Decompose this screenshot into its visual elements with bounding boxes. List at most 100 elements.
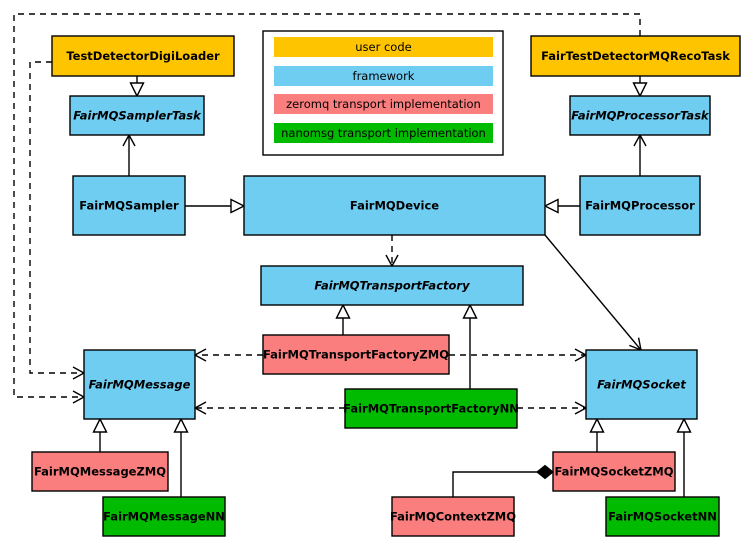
edge-recotask-depends-message-line [13,13,641,398]
legend-label-2: zeromq transport implementation [286,97,481,111]
class-node-FairTestDetectorMQRecoTask-box[interactable] [530,35,741,77]
legend-swatch-3 [274,123,493,143]
class-node-FairMQTransportFactoryNN-box[interactable] [344,388,518,429]
edge-socketzmq-inherits-socket [589,417,605,452]
class-node-FairMQSocket[interactable]: FairMQSocket [585,349,698,420]
edge-digiloader-depends-message-line [29,61,84,374]
class-node-FairMQProcessor-label: FairMQProcessor [585,199,695,213]
class-node-FairMQSocketNN[interactable]: FairMQSocketNN [605,496,720,537]
class-node-FairMQMessageZMQ-box[interactable] [31,451,169,492]
class-node-FairTestDetectorMQRecoTask-label: FairTestDetectorMQRecoTask [541,49,730,63]
legend-label-1: framework [353,69,415,83]
edge-digiloader-inherits-samplertask-arrowhead [129,82,145,98]
legend-label-0: user code [355,40,411,54]
class-node-FairMQTransportFactory-box[interactable] [260,265,524,306]
legend-layer: user code framework zeromq transport imple… [262,30,504,156]
class-node-FairMQContextZMQ-label: FairMQContextZMQ [390,510,516,524]
class-node-FairMQSamplerTask-label: FairMQSamplerTask [73,109,202,123]
class-node-FairMQProcessor[interactable]: FairMQProcessor [579,175,701,236]
edges-layer [13,13,692,497]
edge-socketzmq-composes-contextzmq-line [452,471,540,497]
class-node-TestDetectorDigiLoader-box[interactable] [51,35,235,77]
nodes-layer: TestDetectorDigiLoader FairTestDetectorMQ… [31,35,741,537]
edge-messagezmq-inherits-message [92,417,108,452]
class-node-FairMQSamplerTask-box[interactable] [69,95,205,136]
class-node-FairMQTransportFactoryZMQ-label: FairMQTransportFactoryZMQ [263,348,449,362]
class-node-FairMQMessageZMQ[interactable]: FairMQMessageZMQ [31,451,169,492]
class-node-FairMQMessageNN[interactable]: FairMQMessageNN [102,496,226,537]
edge-device-depends-transportfactory [385,235,399,268]
edge-messagezmq-inherits-message-arrowhead [92,417,108,433]
edge-processor-uses-processortask [633,133,647,176]
class-node-FairMQMessageNN-label: FairMQMessageNN [103,510,225,524]
class-node-FairMQProcessorTask[interactable]: FairMQProcessorTask [569,95,711,136]
class-node-FairTestDetectorMQRecoTask[interactable]: FairTestDetectorMQRecoTask [530,35,741,77]
class-node-FairMQTransportFactoryZMQ[interactable]: FairMQTransportFactoryZMQ [262,334,450,375]
class-node-FairMQTransportFactoryNN-label: FairMQTransportFactoryNN [343,402,519,416]
class-node-FairMQSamplerTask[interactable]: FairMQSamplerTask [69,95,205,136]
class-node-FairMQTransportFactoryNN[interactable]: FairMQTransportFactoryNN [343,388,519,429]
class-node-FairMQSampler-box[interactable] [72,175,186,236]
class-node-FairMQTransportFactory[interactable]: FairMQTransportFactory [260,265,524,306]
edge-device-uses-socket-line [544,234,642,351]
class-node-FairMQSampler-label: FairMQSampler [79,199,179,213]
edge-messagenn-inherits-message-arrowhead [173,417,189,433]
legend-item-1: framework [274,66,493,86]
class-node-FairMQProcessor-box[interactable] [579,175,701,236]
edge-recotask-inherits-processortask-arrowhead [632,82,648,98]
class-node-FairMQSocketNN-label: FairMQSocketNN [608,510,717,524]
edge-device-uses-socket [544,234,642,352]
edge-factoryzmq-inherits-factory [335,303,351,335]
class-node-FairMQMessageNN-box[interactable] [102,496,226,537]
class-node-FairMQTransportFactoryZMQ-box[interactable] [262,334,450,375]
legend-swatch-2 [274,94,493,114]
class-node-FairMQContextZMQ-box[interactable] [391,496,515,537]
edge-socketnn-inherits-socket [676,417,692,497]
edge-factorynn-creates-message [193,401,345,415]
legend-swatch-0 [274,37,493,57]
class-node-FairMQMessage-label: FairMQMessage [89,378,191,392]
edge-socketzmq-composes-contextzmq-arrowhead [536,464,554,480]
legend-box: user code framework zeromq transport imple… [262,30,504,156]
edge-messagenn-inherits-message [173,417,189,497]
edge-processor-inherits-device-arrowhead [543,198,559,214]
legend-item-3: nanomsg transport implementation [274,123,493,143]
edge-sampler-uses-samplertask [122,133,136,176]
class-node-FairMQSampler[interactable]: FairMQSampler [72,175,186,236]
class-node-FairMQSocket-box[interactable] [585,349,698,420]
class-node-FairMQMessageZMQ-label: FairMQMessageZMQ [34,465,166,479]
class-node-FairMQContextZMQ[interactable]: FairMQContextZMQ [390,496,516,537]
class-node-FairMQSocketNN-box[interactable] [605,496,720,537]
class-node-FairMQSocketZMQ-box[interactable] [552,451,676,492]
edge-factoryzmq-inherits-factory-arrowhead [335,303,351,319]
legend-swatch-1 [274,66,493,86]
edge-processor-inherits-device [543,198,580,214]
class-node-FairMQDevice-label: FairMQDevice [350,199,439,213]
edge-socketnn-inherits-socket-arrowhead [676,417,692,433]
class-node-FairMQDevice-box[interactable] [243,175,546,236]
edge-recotask-inherits-processortask [632,76,648,98]
legend-item-2: zeromq transport implementation [274,94,493,114]
class-node-TestDetectorDigiLoader-label: TestDetectorDigiLoader [66,49,220,63]
edge-sampler-inherits-device [185,198,246,214]
edge-sampler-inherits-device-arrowhead [230,198,246,214]
class-node-FairMQMessage-box[interactable] [83,349,196,420]
class-node-FairMQProcessorTask-label: FairMQProcessorTask [571,109,710,123]
class-node-FairMQSocketZMQ-label: FairMQSocketZMQ [555,465,674,479]
edge-factorynn-inherits-factory [462,303,478,389]
edge-factoryzmq-creates-message [193,348,263,362]
edge-factorynn-creates-socket [517,401,588,415]
legend-item-0: user code [274,37,493,57]
edge-factorynn-inherits-factory-arrowhead [462,303,478,319]
class-node-FairMQDevice[interactable]: FairMQDevice [243,175,546,236]
class-node-TestDetectorDigiLoader[interactable]: TestDetectorDigiLoader [51,35,235,77]
edge-socketzmq-composes-contextzmq [452,464,554,497]
class-node-FairMQSocketZMQ[interactable]: FairMQSocketZMQ [552,451,676,492]
class-node-FairMQTransportFactory-label: FairMQTransportFactory [314,279,470,293]
class-node-FairMQProcessorTask-box[interactable] [569,95,711,136]
class-node-FairMQSocket-label: FairMQSocket [597,378,686,392]
class-node-FairMQMessage[interactable]: FairMQMessage [83,349,196,420]
legend-label-3: nanomsg transport implementation [281,126,486,140]
edge-digiloader-inherits-samplertask [129,76,145,98]
